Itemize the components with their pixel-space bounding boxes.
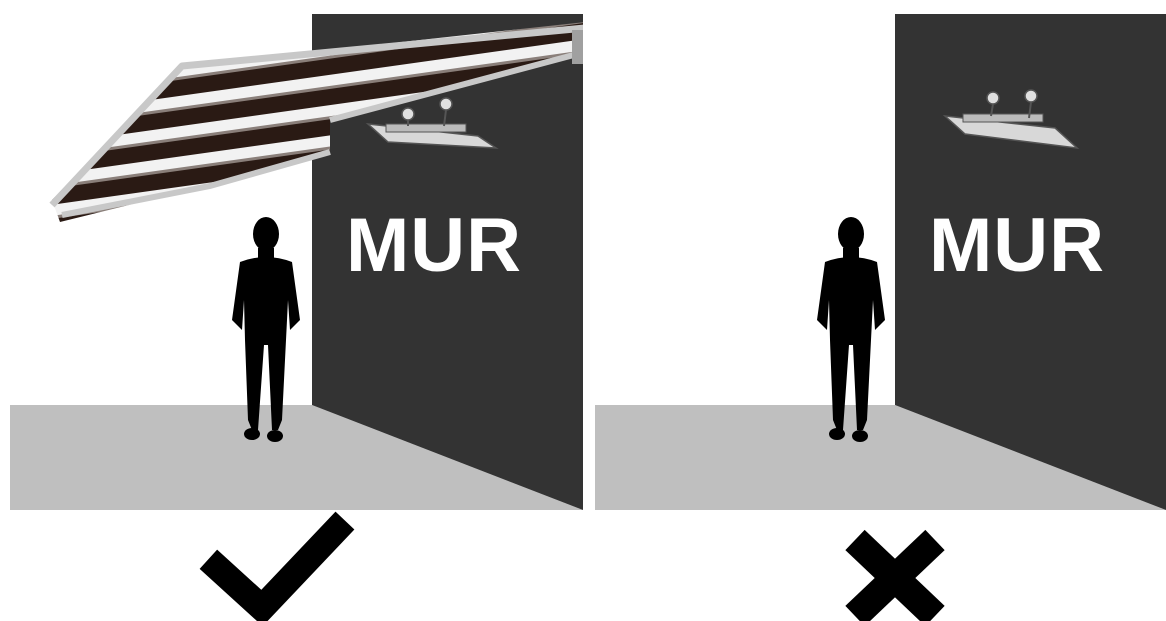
cross-icon bbox=[845, 529, 945, 621]
awning bbox=[49, 22, 583, 222]
floor bbox=[595, 405, 1166, 510]
person-silhouette bbox=[817, 217, 885, 442]
check-icon bbox=[199, 511, 355, 621]
heater-icon bbox=[942, 89, 1080, 150]
wall bbox=[312, 14, 583, 510]
scene-incorrect bbox=[595, 14, 1166, 621]
panel-correct: MUR bbox=[10, 14, 583, 621]
person-silhouette bbox=[232, 217, 300, 442]
panel-incorrect: MUR bbox=[583, 0, 1166, 621]
scene-correct bbox=[10, 14, 583, 621]
heater-icon bbox=[365, 97, 499, 149]
wall-label: MUR bbox=[928, 203, 1106, 288]
wall-label: MUR bbox=[345, 203, 523, 288]
floor bbox=[10, 405, 583, 510]
wall bbox=[895, 14, 1166, 510]
